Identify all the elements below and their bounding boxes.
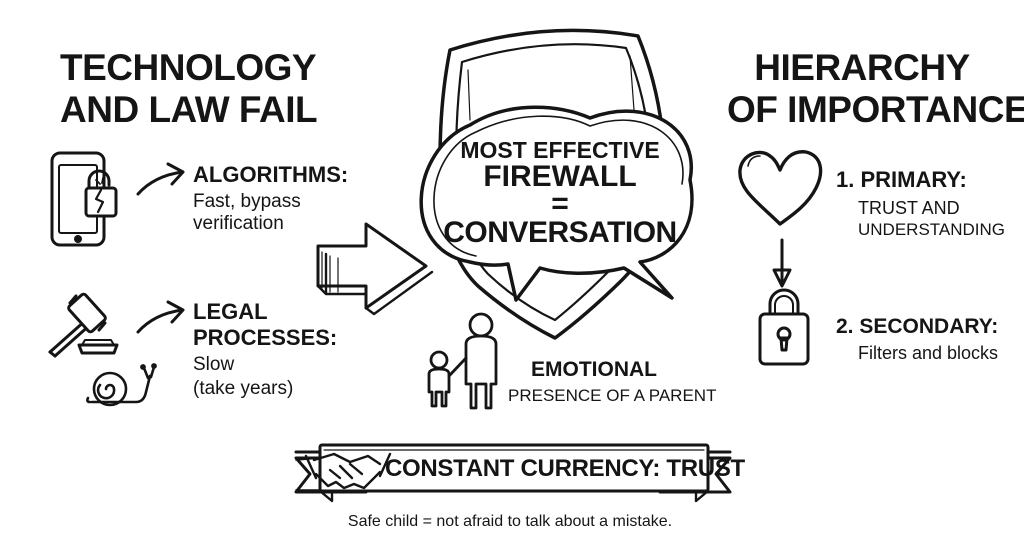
legal-label-line2: PROCESSES: bbox=[193, 325, 338, 350]
legal-desc-line1: Slow bbox=[193, 354, 235, 375]
phone-broken-lock-icon bbox=[50, 151, 118, 247]
legal-desc-line2: (take years) bbox=[193, 378, 294, 399]
center-line4: CONVERSATION bbox=[443, 216, 677, 249]
center-line2: FIREWALL bbox=[483, 160, 637, 193]
primary-label: 1. PRIMARY: bbox=[836, 167, 967, 192]
ribbon-banner bbox=[294, 443, 732, 503]
speech-bubble-icon bbox=[419, 105, 694, 302]
curved-arrow-icon bbox=[136, 300, 185, 334]
down-arrow-icon bbox=[772, 238, 792, 288]
parent-child-icon bbox=[427, 312, 498, 410]
algorithms-label: ALGORITHMS: bbox=[193, 162, 349, 187]
gavel-icon bbox=[48, 292, 119, 358]
left-heading-line2: AND LAW FAIL bbox=[60, 89, 318, 130]
primary-desc-line2: UNDERSTANDING bbox=[858, 220, 1006, 239]
arrow-right-icon bbox=[316, 222, 434, 316]
left-heading: TECHNOLOGY AND LAW FAIL bbox=[60, 47, 318, 131]
primary-desc-line1: TRUST AND bbox=[858, 198, 960, 218]
presence-line2: PRESENCE OF A PARENT bbox=[508, 386, 717, 405]
secondary-label: 2. SECONDARY: bbox=[836, 315, 999, 338]
right-heading-line1: HIERARCHY bbox=[754, 47, 970, 88]
handshake-icon bbox=[304, 452, 392, 490]
algorithms-desc-line2: verification bbox=[193, 213, 284, 234]
secondary-desc: Filters and blocks bbox=[858, 343, 999, 363]
padlock-icon bbox=[758, 288, 810, 366]
curved-arrow-icon bbox=[136, 162, 185, 196]
footer-caption: Safe child = not afraid to talk about a … bbox=[347, 513, 673, 530]
center-line3: = bbox=[551, 187, 569, 220]
snail-icon bbox=[86, 363, 157, 407]
right-heading: HIERARCHY OF IMPORTANCE bbox=[727, 47, 1024, 131]
right-heading-line2: OF IMPORTANCE bbox=[727, 89, 1024, 130]
banner-text: CONSTANT CURRENCY: TRUST bbox=[385, 455, 745, 482]
center-line1: MOST EFFECTIVE bbox=[460, 137, 660, 163]
legal-label-line1: LEGAL bbox=[193, 299, 268, 324]
heart-icon bbox=[738, 150, 823, 226]
presence-line1: EMOTIONAL bbox=[531, 358, 657, 381]
left-heading-line1: TECHNOLOGY bbox=[60, 47, 317, 88]
algorithms-desc-line1: Fast, bypass bbox=[193, 191, 301, 212]
